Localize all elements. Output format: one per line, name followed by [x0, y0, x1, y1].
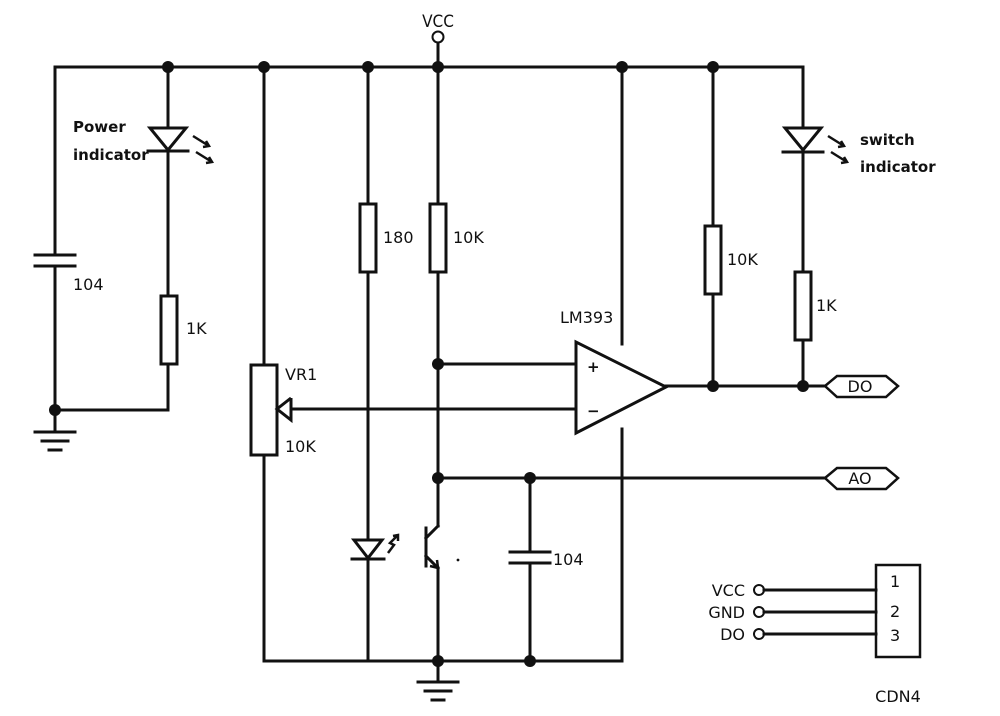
connector-pin-gnd: [753, 606, 878, 618]
switch-led-resistor: [793, 270, 813, 342]
pot-wiper-arrow-icon: [274, 396, 293, 424]
switch-res-value: 1K: [816, 296, 837, 315]
junction-dot: [432, 655, 444, 667]
power-indicator-label-1: Power: [73, 118, 126, 136]
junction-dot: [524, 472, 536, 484]
res180-value: 180: [383, 228, 414, 247]
cap-left-value: 104: [73, 275, 104, 294]
junction-dot: [616, 61, 628, 73]
opamp-name: LM393: [560, 308, 613, 327]
connector-cdn4: [874, 563, 922, 659]
lm393-comparator: [574, 339, 670, 436]
ir-led-emission-icon: [387, 533, 400, 554]
cap-bottom-value: 104: [553, 550, 584, 569]
connector-pin-do: [753, 628, 878, 640]
pullup-value: 10K: [727, 250, 758, 269]
ir-led-icon: [350, 538, 386, 561]
res10k-center-value: 10K: [453, 228, 484, 247]
conn-pin1-label: 1: [890, 572, 900, 591]
vcc-label: VCC: [422, 12, 454, 32]
connector-label: CDN4: [875, 687, 921, 706]
do-output-tag: [823, 374, 900, 399]
power-res-value: 1K: [186, 319, 207, 338]
ao-output-tag: [823, 466, 900, 491]
junction-dots: [49, 61, 809, 667]
conn-pin3-label: 3: [890, 626, 900, 645]
junction-dot: [707, 380, 719, 392]
ground-left-icon: [33, 430, 77, 452]
connector-pin-vcc: [753, 584, 878, 596]
power-led-light-icon: [192, 134, 215, 165]
power-led-resistor: [159, 294, 179, 366]
junction-dot: [432, 472, 444, 484]
opamp-minus-label: −: [587, 402, 600, 420]
junction-dot: [432, 358, 444, 370]
junction-dot: [524, 655, 536, 667]
junction-dot: [162, 61, 174, 73]
do-tag-label: DO: [848, 377, 873, 396]
pot-value: 10K: [285, 437, 316, 456]
phototransistor-icon: [423, 523, 460, 571]
junction-dot: [49, 404, 61, 416]
ground-bottom-icon: [416, 680, 460, 702]
switch-indicator-label-2: indicator: [860, 158, 936, 176]
switch-indicator-label-1: switch: [860, 131, 915, 149]
potentiometer-vr1: [249, 363, 279, 457]
resistor-10k-pullup: [703, 224, 723, 296]
resistor-10k-center: [428, 202, 448, 274]
junction-dot: [797, 380, 809, 392]
power-led-icon: [146, 126, 190, 153]
junction-dot: [432, 61, 444, 73]
junction-dot: [258, 61, 270, 73]
junction-dot: [362, 61, 374, 73]
power-indicator-label-2: indicator: [73, 146, 149, 164]
opamp-plus-label: +: [587, 358, 600, 376]
ao-tag-label: AO: [848, 469, 871, 488]
switch-led-light-icon: [827, 134, 850, 165]
junction-dot: [707, 61, 719, 73]
vcc-terminal: [431, 30, 445, 44]
conn-vcc-label: VCC: [712, 581, 745, 600]
switch-led-icon: [781, 126, 825, 153]
conn-do-label: DO: [720, 625, 745, 644]
resistor-180: [358, 202, 378, 274]
pot-name: VR1: [285, 365, 317, 384]
conn-pin2-label: 2: [890, 602, 900, 621]
conn-gnd-label: GND: [708, 603, 745, 622]
